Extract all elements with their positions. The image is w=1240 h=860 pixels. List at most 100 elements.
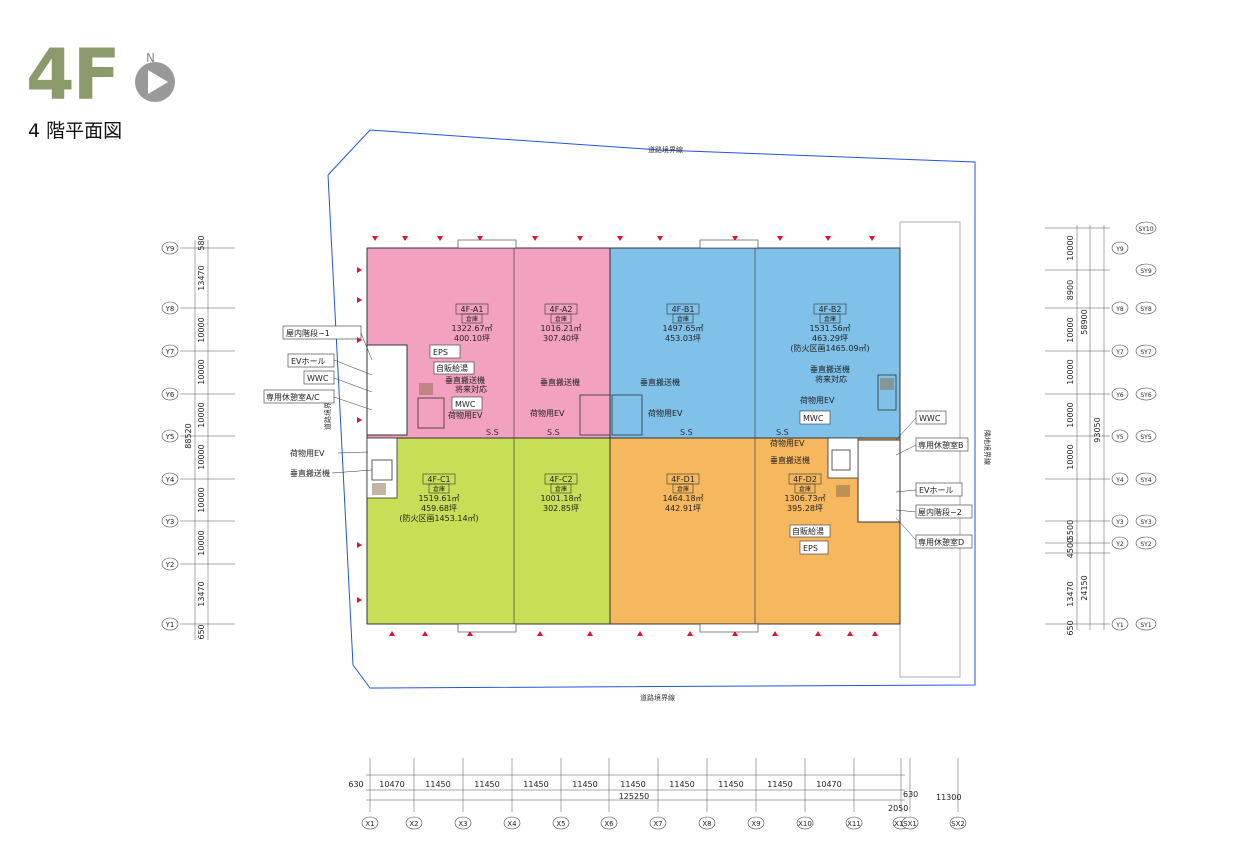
grid-y-label: Y1: [165, 621, 175, 629]
label-vertical-conveyor-a2: 垂直搬送機: [540, 377, 580, 387]
grid-y-right-label: Y8: [1115, 306, 1124, 313]
label-wwc-right: WWC: [919, 414, 941, 423]
label-eps-left: EPS: [433, 348, 448, 357]
label-indoor-stair-2: 屋内階段−2: [918, 507, 962, 517]
label-ev-hall-right: EVホール: [919, 486, 954, 495]
callouts: 屋内階段−1 EVホール WWC 専用休憩室A/C EPS 自販給湯 垂直搬送機…: [263, 325, 973, 555]
road-boundary-top-label: 道路境界線: [648, 145, 683, 154]
north-arrow-icon: N: [135, 51, 175, 102]
dim-x-total: 125250: [619, 792, 650, 801]
dim-y-right-total: 58900: [1080, 309, 1089, 334]
grid-y-label: Y4: [165, 476, 175, 484]
label-rest-room-d: 専用休憩室D: [918, 537, 964, 547]
label-vertical-conveyor-b1: 垂直搬送機: [640, 377, 680, 387]
dim-y-right: 4500: [1066, 538, 1075, 558]
label-future-install: 将来対応: [455, 384, 487, 394]
grid-y-right-label: SY4: [1140, 477, 1151, 484]
marker-icon: [687, 631, 693, 636]
ss-label: S.S: [486, 428, 499, 437]
ss-label: S.S: [776, 428, 789, 437]
label-freight-ev-b2: 荷物用EV: [800, 395, 835, 405]
grid-x-label: X12: [894, 820, 908, 828]
marker-icon: [587, 631, 593, 636]
dim-y-right-total: 24150: [1080, 575, 1089, 600]
unit-text: 4F-A1: [461, 305, 484, 314]
grid-x-label: X9: [751, 820, 760, 828]
marker-icon: [402, 236, 408, 241]
unit-text: (防火区画1453.14㎡): [399, 513, 478, 523]
dim-x: 11450: [523, 780, 548, 789]
marker-icon: [732, 631, 738, 636]
unit-text: 302.85坪: [543, 504, 579, 513]
marker-icon: [357, 297, 362, 303]
dim-x: 11450: [572, 780, 597, 789]
label-rest-room-b: 専用休憩室B: [918, 440, 964, 450]
dim-y-left: 10000: [197, 530, 206, 555]
unit-text: 倉庫: [466, 315, 478, 323]
unit-text: 4F-D2: [793, 475, 817, 484]
unit-text: 459.68坪: [421, 504, 457, 513]
grid-y-right-label: Y9: [1115, 246, 1124, 253]
grid-x-label: X10: [798, 820, 812, 828]
grid-y-right-label: Y7: [1115, 349, 1124, 356]
grid-y-right-label: SY3: [1140, 519, 1151, 526]
grid-y-label: Y2: [165, 561, 175, 569]
dim-y-right: 8900: [1066, 280, 1075, 300]
dim-y-left: 13470: [197, 265, 206, 290]
north-label: N: [146, 51, 155, 65]
grid-x-label: SX1: [903, 820, 917, 828]
marker-icon: [732, 236, 738, 241]
unit-text: 倉庫: [433, 485, 445, 493]
grid-y-label: Y5: [165, 433, 175, 441]
marker-icon: [825, 236, 831, 241]
marker-icon: [617, 236, 623, 241]
marker-icon: [577, 236, 583, 241]
unit-text: 4F-B2: [819, 305, 842, 314]
grid-y-right-label: SY1: [1140, 622, 1151, 629]
label-freight-ev-a: 荷物用EV: [448, 410, 483, 420]
grid-y-right-label: Y4: [1115, 477, 1124, 484]
dim-y-right: 10000: [1066, 444, 1075, 469]
marker-icon: [657, 236, 663, 241]
unit-text: 463.29坪: [812, 334, 848, 343]
label-freight-ev-c: 荷物用EV: [290, 448, 325, 458]
unit-text: 1306.73㎡: [784, 494, 825, 503]
grid-x-label: X1: [365, 820, 374, 828]
marker-icon: [422, 631, 428, 636]
label-freight-ev-d: 荷物用EV: [770, 438, 805, 448]
dim-y-right-total: 93050: [1093, 417, 1102, 442]
label-eps-right: EPS: [803, 544, 818, 553]
dim-y-right: 10000: [1066, 359, 1075, 384]
grid-x-label: SX2: [951, 820, 965, 828]
grid-y-label: Y3: [165, 518, 175, 526]
ss-label: S.S: [680, 428, 693, 437]
dim-y-left: 10000: [197, 444, 206, 469]
dim-y-left: 580: [197, 235, 206, 250]
entrance-markers: [357, 236, 878, 636]
grid-y-right-label: SY5: [1140, 434, 1151, 441]
unit-text: 400.10坪: [454, 334, 490, 343]
unit-text: 1001.18㎡: [540, 494, 581, 503]
marker-icon: [869, 236, 875, 241]
unit-text: 395.28坪: [787, 504, 823, 513]
dim-y-left: 650: [197, 624, 206, 639]
label-water-heater-right: 自販給湯: [792, 526, 824, 536]
marker-icon: [477, 236, 483, 241]
grid-y-right-label: SY2: [1140, 541, 1151, 548]
core-right: [857, 439, 901, 523]
dim-x-extra: 630: [903, 790, 918, 799]
dim-y-left: 13470: [197, 581, 206, 606]
site-boundary-right-label: 隣地境界線: [983, 430, 992, 465]
dim-y-left: 10000: [197, 317, 206, 342]
grid-x-label: X11: [847, 820, 861, 828]
grid-y-label: Y9: [165, 245, 175, 253]
dim-x: 11450: [669, 780, 694, 789]
unit-text: 倉庫: [677, 315, 689, 323]
label-indoor-stair-1: 屋内階段−1: [286, 328, 330, 338]
label-wwc-left: WWC: [307, 374, 329, 383]
dim-x-extra: 2050: [888, 804, 908, 813]
